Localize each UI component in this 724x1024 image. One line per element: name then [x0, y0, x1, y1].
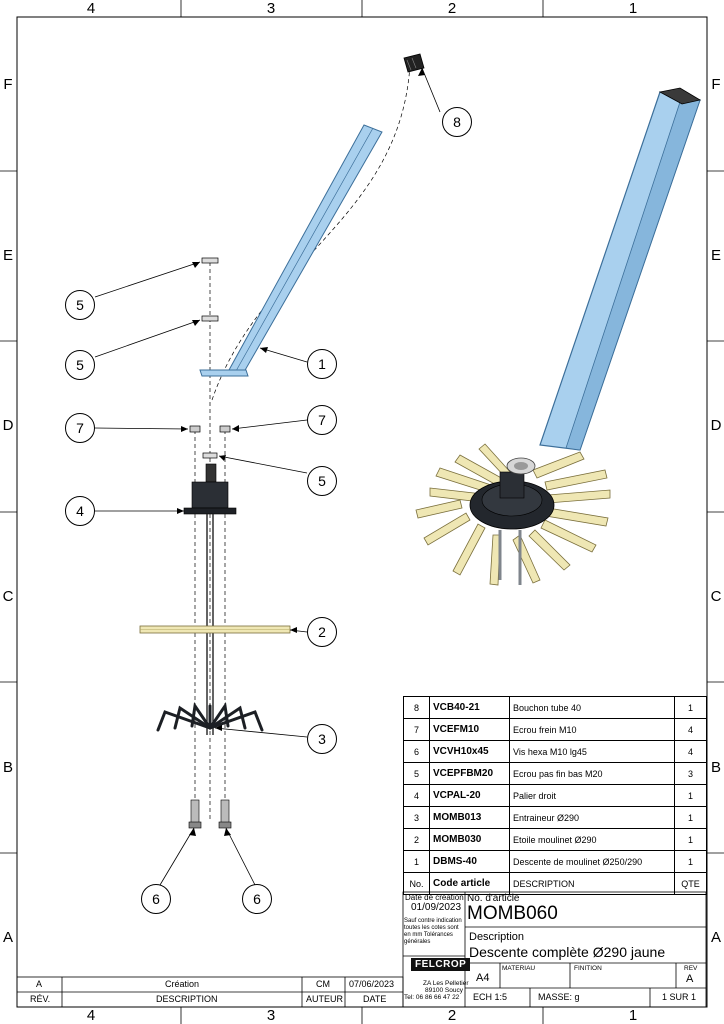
zone-row-label: D [710, 417, 722, 434]
zone-col-label: 2 [447, 1007, 457, 1024]
balloon-item-5: 5 [307, 466, 337, 496]
zone-col-label: 2 [447, 0, 457, 17]
scale: ECH 1:5 [473, 992, 508, 1002]
balloon-item-7: 7 [65, 413, 95, 443]
company-address-2: 89100 Soucy [425, 987, 463, 994]
part-1-tube [199, 124, 383, 377]
article-number: MOMB060 [467, 903, 558, 924]
zone-row-label: A [2, 929, 13, 946]
article-label: No. d'article [467, 893, 520, 904]
zone-col-label: 4 [86, 0, 96, 17]
bom-header-no: No. [403, 872, 430, 895]
balloon-item-3: 3 [307, 724, 337, 754]
bom-row: 5 VCEPFBM20 Ecrou pas fin bas M20 3 [403, 762, 707, 785]
zone-col-label: 1 [628, 1007, 638, 1024]
revision-rev: A [36, 979, 43, 989]
iso-star-blades [415, 443, 611, 586]
leader-lines [94, 67, 441, 886]
zone-col-label: 3 [266, 0, 276, 17]
revision-description: Création [165, 979, 200, 989]
zone-row-label: E [2, 247, 13, 264]
part-8-cap [403, 53, 425, 73]
part-6-screws [188, 799, 232, 829]
bom-row: 2 MOMB030 Etoile moulinet Ø290 1 [403, 828, 707, 851]
balloon-item-5: 5 [65, 290, 95, 320]
zone-col-label: 1 [628, 0, 638, 17]
balloon-item-5: 5 [65, 350, 95, 380]
revision-author: CM [316, 979, 330, 989]
balloon-item-8: 8 [442, 107, 472, 137]
zone-col-label: 3 [266, 1007, 276, 1024]
zone-row-label: A [710, 929, 721, 946]
bom-header-qty: QTE [674, 872, 707, 895]
revision-header-author: AUTEUR [306, 994, 344, 1004]
part-5-nuts [201, 257, 219, 459]
zone-row-label: C [2, 588, 14, 605]
bom-row: 1 DBMS-40 Descente de moulinet Ø250/290 … [403, 850, 707, 873]
company-address-1: ZA Les Pelletier [423, 980, 469, 987]
sheet-format: A4 [476, 972, 490, 984]
revision-date: 07/06/2023 [349, 979, 395, 989]
mass: MASSE: g [538, 992, 580, 1002]
creation-date: 01/09/2023 [411, 902, 462, 913]
isometric-view [415, 87, 702, 586]
bill-of-materials: 8 VCB40-21 Bouchon tube 40 1 7 VCEFM10 E… [403, 696, 707, 895]
creation-date-label: Date de création [405, 893, 464, 902]
finish-label: FINITION [574, 965, 602, 972]
revision-header-description: DESCRIPTION [156, 994, 218, 1004]
bom-row: 4 VCPAL-20 Palier droit 1 [403, 784, 707, 807]
part-7-nuts [189, 425, 231, 433]
company-logo: FELCROP [411, 958, 471, 971]
leader-arrows [177, 68, 425, 836]
zone-col-label: 4 [86, 1007, 96, 1024]
material-label: MATERIAU [502, 965, 536, 972]
balloon-item-2: 2 [307, 617, 337, 647]
balloon-item-6: 6 [242, 884, 272, 914]
zone-row-label: B [2, 759, 13, 776]
bom-header: No. Code article DESCRIPTION QTE [403, 872, 707, 895]
bom-row: 7 VCEFM10 Ecrou frein M10 4 [403, 718, 707, 741]
zone-row-label: D [2, 417, 14, 434]
rev-label: REV [684, 965, 698, 972]
balloon-item-7: 7 [307, 405, 337, 435]
zone-row-label: B [710, 759, 721, 776]
rev-value: A [686, 973, 694, 985]
bom-qty: 1 [674, 696, 707, 719]
part-2-star-plate [139, 625, 291, 634]
description-value: Descente complète Ø290 jaune [469, 944, 666, 960]
balloon-item-1: 1 [307, 349, 337, 379]
revision-header-rev: RÉV. [30, 994, 51, 1004]
bom-qty: 3 [674, 762, 707, 785]
zone-row-label: F [711, 76, 721, 93]
zone-row-label: E [710, 247, 721, 264]
company-phone: Tel: 06 86 66 47 22 [404, 994, 460, 1001]
shafts [206, 514, 214, 735]
revision-header-date: DATE [363, 994, 387, 1004]
balloon-item-6: 6 [141, 884, 171, 914]
zone-row-label: F [3, 76, 13, 93]
balloon-item-4: 4 [65, 496, 95, 526]
sheet-count: 1 SUR 1 [662, 992, 697, 1002]
part-3-driver [156, 701, 264, 732]
part-4-bearing [183, 463, 237, 515]
description-label: Description [469, 931, 525, 943]
tolerance-note: Sauf contre indication toutes les cotes … [404, 918, 462, 945]
zone-row-label: C [710, 588, 722, 605]
